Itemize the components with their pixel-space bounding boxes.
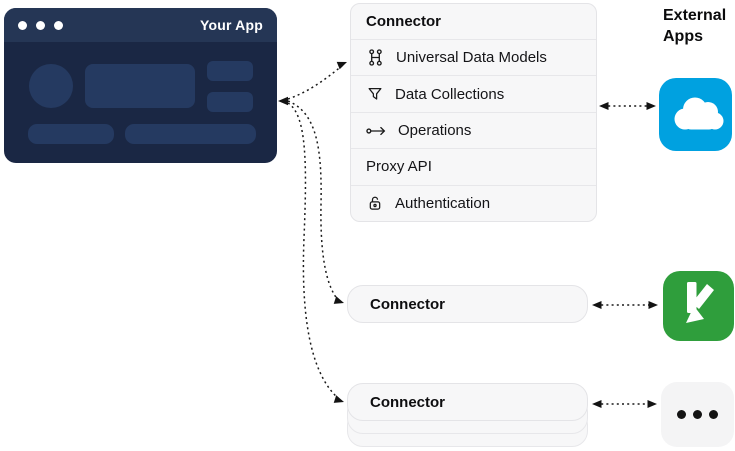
content-placeholder-bottom-2: [125, 124, 256, 144]
filter-icon: [368, 88, 382, 100]
connector-row-label: Authentication: [395, 194, 491, 212]
operation-arrow-icon: [366, 126, 386, 135]
connector-card-2: Connector: [347, 285, 588, 323]
content-placeholder-small-1: [207, 61, 253, 81]
connector-row-label: Operations: [398, 122, 472, 140]
external-apps-heading-line1: External: [663, 7, 727, 24]
connector-card-title: Connector: [370, 295, 445, 313]
connector-card-title: Connector: [366, 13, 441, 30]
app-titlebar: Your App: [4, 8, 277, 42]
arrowhead-into-connector-1: [336, 61, 347, 70]
connector-row-label: Data Collections: [395, 85, 505, 103]
salesforce-cloud-icon: [674, 97, 724, 130]
salesforce-app-tile: [659, 78, 732, 151]
ellipsis-dot-icon: [693, 410, 702, 419]
window-controls: [18, 20, 63, 30]
connector-row-universal-data-models: Universal Data Models: [351, 39, 596, 75]
window-dot-icon: [54, 20, 63, 30]
arrowhead-into-connector-3: [333, 395, 344, 403]
connector-row-operations: Operations: [351, 111, 596, 148]
content-placeholder-small-2: [207, 92, 253, 112]
window-dot-icon: [36, 20, 45, 30]
connector-row-proxy-api: Proxy API: [351, 148, 596, 184]
external-apps-heading-line2: Apps: [663, 28, 703, 45]
connector-card-main: Connector Universal Data Models Data Col…: [350, 3, 597, 222]
arrowhead-into-app: [278, 96, 288, 106]
app-body: [4, 42, 277, 163]
lock-icon: [369, 196, 381, 211]
your-app-window: Your App: [4, 8, 277, 163]
connector-row-label: Universal Data Models: [396, 49, 547, 67]
k-arrow-icon: [686, 282, 714, 323]
app-title: Your App: [199, 17, 263, 33]
connector-row-data-collections: Data Collections: [351, 75, 596, 111]
avatar-placeholder: [29, 64, 73, 108]
connector-card-title: Connector: [370, 393, 445, 411]
data-models-icon: [369, 49, 382, 66]
ellipsis-dot-icon: [677, 410, 686, 419]
ellipsis-dot-icon: [709, 410, 718, 419]
connector-card-3: Connector: [347, 383, 588, 421]
arrowhead-into-connector-2: [333, 296, 344, 304]
k-arrow-app-tile: [663, 271, 734, 341]
more-apps-tile: [661, 382, 734, 447]
window-dot-icon: [18, 20, 27, 30]
content-placeholder-large: [85, 64, 195, 108]
connector-row-label: Proxy API: [366, 158, 432, 176]
connector-row-authentication: Authentication: [351, 184, 596, 221]
content-placeholder-bottom-1: [28, 124, 114, 144]
external-apps-heading: External Apps: [663, 5, 726, 47]
